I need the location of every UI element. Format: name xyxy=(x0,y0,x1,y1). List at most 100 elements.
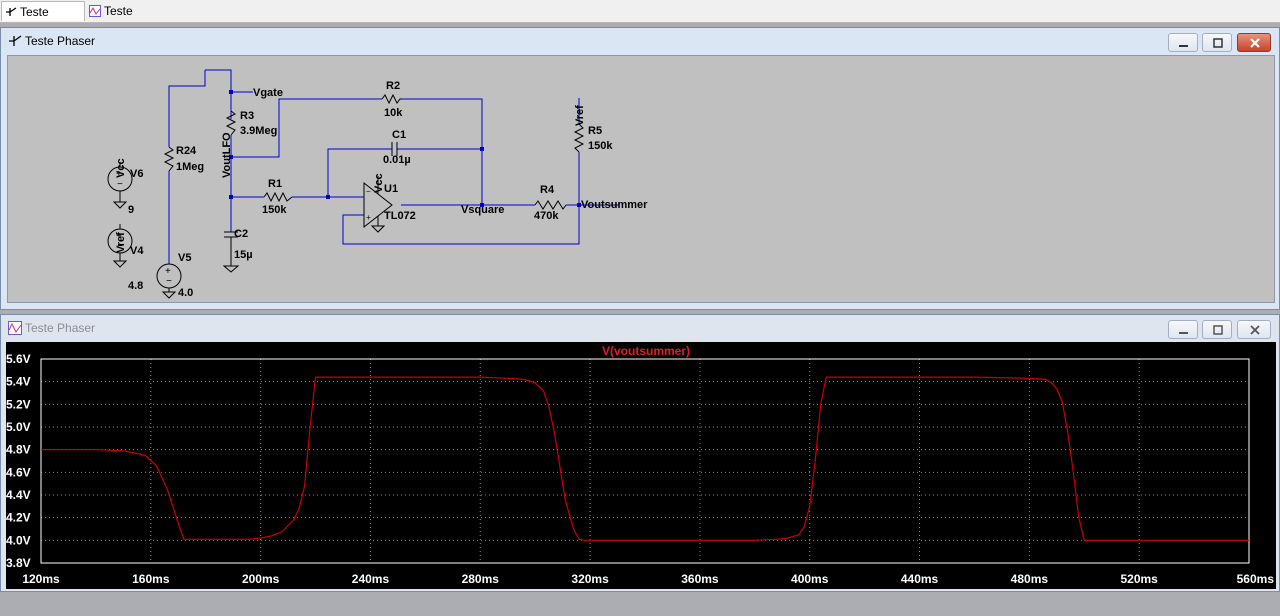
waveform-plot-area[interactable]: V(voutsummer) 5.6V 5.4V 5.2V 5.0V 4.8V 4.6V 4.… xyxy=(6,342,1276,589)
svg-text:+: + xyxy=(366,213,371,222)
svg-text:+: + xyxy=(165,266,171,277)
plot-frame xyxy=(40,358,1250,564)
x-tick-label: 320ms xyxy=(571,572,609,586)
restore-icon xyxy=(1213,38,1223,48)
y-axis-ticks: 5.6V 5.4V 5.2V 5.0V 4.8V 4.6V 4.4V 4.2V 4.0V 3.8V xyxy=(6,352,31,570)
window-title: Teste Phaser xyxy=(25,321,96,335)
label-vref-top: Vref xyxy=(574,105,586,126)
x-tick-label: 440ms xyxy=(901,572,939,586)
document-tab-bar: Teste Phaser Teste Phaser xyxy=(0,0,1280,39)
schematic-drawing: +− +− +− −+ Vgate R2 10k R3 3.9Meg C1 0.… xyxy=(107,69,648,299)
x-tick-label: 360ms xyxy=(681,572,719,586)
x-axis-ticks: 120ms 160ms 200ms 240ms 280ms 320ms 360ms 400ms… xyxy=(22,572,1274,586)
label-v6: V6 xyxy=(130,168,143,180)
label-r4-value: 470k xyxy=(534,210,559,222)
label-r1-value: 150k xyxy=(262,204,287,216)
schematic-window-titlebar[interactable]: Teste Phaser xyxy=(1,28,1279,55)
label-r24: R24 xyxy=(176,145,197,157)
u1-ground xyxy=(370,216,386,233)
waveform-window-titlebar[interactable]: Teste Phaser xyxy=(1,315,1279,342)
label-u1: U1 xyxy=(384,183,398,195)
schematic-canvas[interactable]: +− +− +− −+ Vgate R2 10k R3 3.9Meg C1 0.… xyxy=(7,55,1275,303)
x-tick-label: 560ms xyxy=(1237,572,1275,586)
r5-resistor xyxy=(573,123,585,153)
label-v4: V4 xyxy=(130,245,144,257)
label-c2: C2 xyxy=(234,228,248,240)
svg-text:+: + xyxy=(116,231,122,242)
label-v6-vcc: Vcc xyxy=(115,158,127,178)
plot-grid xyxy=(41,359,1249,563)
c2-capacitor xyxy=(224,231,238,266)
x-tick-label: 480ms xyxy=(1011,572,1049,586)
label-r3-value: 3.9Meg xyxy=(240,125,277,137)
x-tick-label: 200ms xyxy=(242,572,280,586)
maximize-button[interactable] xyxy=(1202,320,1232,339)
label-r3: R3 xyxy=(240,110,254,122)
r1-resistor xyxy=(263,191,293,203)
label-v5-value: 4.0 xyxy=(178,287,193,299)
minimize-icon xyxy=(1179,332,1188,334)
maximize-button[interactable] xyxy=(1202,33,1232,52)
y-tick-label: 5.0V xyxy=(6,420,31,434)
label-vsquare: Vsquare xyxy=(461,204,504,216)
label-c2-value: 15µ xyxy=(234,249,253,261)
waveform-icon xyxy=(89,5,101,17)
y-tick-label: 4.4V xyxy=(6,488,31,502)
y-tick-label: 4.0V xyxy=(6,533,31,547)
c2-ground xyxy=(222,265,240,273)
y-tick-label: 4.6V xyxy=(6,465,31,479)
close-icon xyxy=(1250,325,1260,335)
label-v5: V5 xyxy=(178,252,191,264)
window-title: Teste Phaser xyxy=(25,34,96,48)
label-r5: R5 xyxy=(588,125,602,137)
x-tick-label: 160ms xyxy=(132,572,170,586)
svg-text:−: − xyxy=(117,241,123,252)
restore-icon xyxy=(1213,325,1223,335)
tab-schematic[interactable]: Teste Phaser xyxy=(1,1,85,39)
label-r1: R1 xyxy=(268,178,282,190)
close-button[interactable] xyxy=(1237,33,1271,52)
c1-capacitor xyxy=(391,142,398,156)
y-tick-label: 5.2V xyxy=(6,397,31,411)
minimize-button[interactable] xyxy=(1168,33,1198,52)
schematic-labels: Vgate R2 10k R3 3.9Meg C1 0.01µ R24 1Meg… xyxy=(115,80,648,299)
schematic-icon xyxy=(9,35,22,46)
trace-voutsummer[interactable] xyxy=(41,376,1249,541)
label-r2-value: 10k xyxy=(384,107,403,119)
minimize-icon xyxy=(1179,45,1188,47)
label-r4: R4 xyxy=(540,184,555,196)
y-tick-label: 4.2V xyxy=(6,511,31,525)
label-c1-value: 0.01µ xyxy=(383,154,411,166)
label-v4-vref: Vref xyxy=(115,232,127,253)
y-tick-label: 3.8V xyxy=(6,556,31,570)
y-tick-label: 5.4V xyxy=(6,375,31,389)
label-voutsummer: Voutsummer xyxy=(581,199,648,211)
trace-title[interactable]: V(voutsummer) xyxy=(602,344,690,358)
y-tick-label: 4.8V xyxy=(6,443,31,457)
label-v6-value: 9 xyxy=(128,204,134,216)
close-button[interactable] xyxy=(1237,320,1271,339)
x-tick-label: 240ms xyxy=(352,572,390,586)
x-tick-label: 280ms xyxy=(462,572,500,586)
y-tick-label: 5.6V xyxy=(6,352,31,366)
schematic-icon xyxy=(6,7,17,16)
label-r24-value: 1Meg xyxy=(176,161,204,173)
tab-waveform[interactable]: Teste Phaser xyxy=(86,1,170,38)
r3-resistor xyxy=(225,110,237,136)
label-c1: C1 xyxy=(392,129,406,141)
r24-resistor xyxy=(163,146,175,172)
label-v4-value: 4.8 xyxy=(128,280,143,292)
schematic-window: Teste Phaser xyxy=(0,27,1280,310)
x-tick-label: 400ms xyxy=(791,572,829,586)
x-tick-label: 120ms xyxy=(22,572,60,586)
source-polarity: +− +− +− −+ xyxy=(116,169,371,287)
components xyxy=(107,93,585,299)
minimize-button[interactable] xyxy=(1168,320,1198,339)
r4-resistor xyxy=(534,200,567,210)
svg-text:−: − xyxy=(366,187,371,196)
svg-text:−: − xyxy=(166,276,172,287)
waveform-icon xyxy=(8,321,22,335)
r2-resistor xyxy=(381,93,402,105)
label-u1-value: TL072 xyxy=(384,210,416,222)
